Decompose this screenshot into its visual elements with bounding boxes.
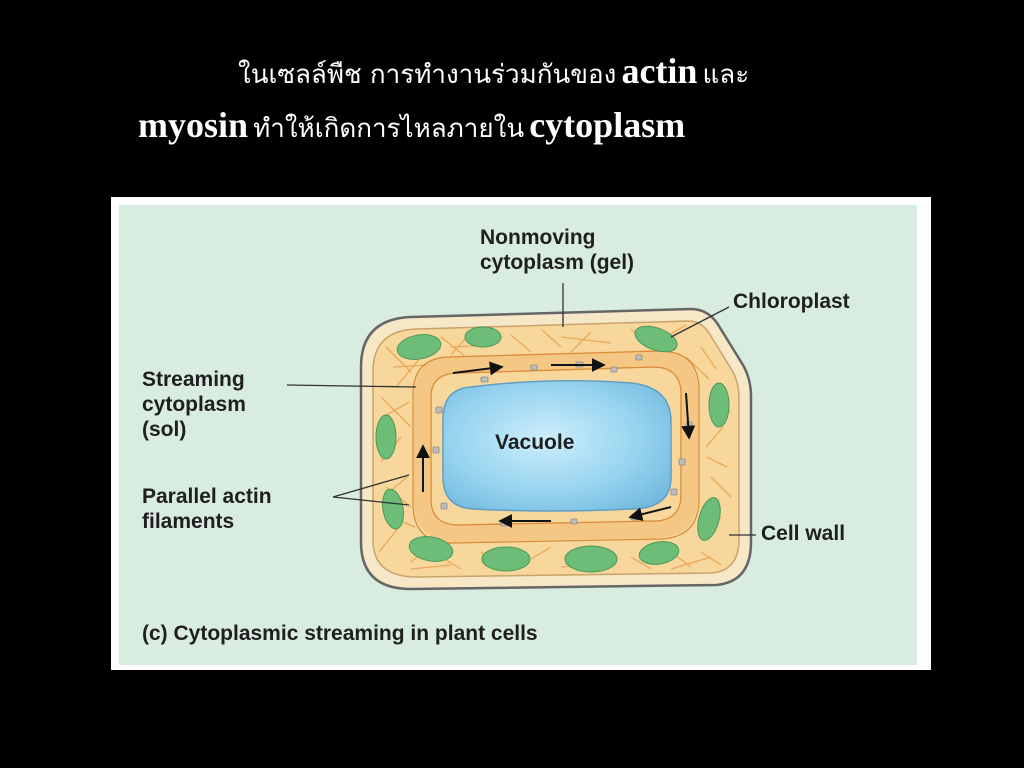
label-cell-wall: Cell wall — [761, 522, 846, 545]
label-streaming-2: cytoplasm — [142, 393, 246, 416]
slide-title: ในเซลล์พืช การทำงานร่วมกันของ actin และ … — [0, 0, 1024, 190]
label-vacuole: Vacuole — [495, 431, 575, 454]
title-line-2: myosin ทำให้เกิดการไหลภายใน cytoplasm — [138, 104, 685, 149]
label-chloroplast: Chloroplast — [733, 290, 850, 313]
title-term-myosin: myosin — [138, 105, 249, 145]
cell-diagram-svg — [119, 205, 917, 665]
streaming-arrows — [416, 358, 696, 528]
leader-lines — [286, 283, 756, 536]
title-line-1: ในเซลล์พืช การทำงานร่วมกันของ actin และ — [238, 50, 749, 95]
label-parallel-2: filaments — [142, 510, 235, 533]
chloroplasts — [375, 325, 730, 573]
title-term-cytoplasm: cytoplasm — [529, 105, 686, 145]
cell-diagram-figure: Nonmoving cytoplasm (gel) Chloroplast St… — [111, 197, 931, 670]
label-nonmoving-1: Nonmoving — [480, 226, 596, 249]
title-thai-2: และ — [702, 60, 750, 90]
streaming-cytoplasm-ring — [414, 349, 698, 543]
title-term-actin: actin — [621, 51, 698, 91]
label-parallel-1: Parallel actin — [142, 485, 272, 508]
label-streaming-3: (sol) — [142, 418, 187, 441]
label-streaming-1: Streaming — [142, 368, 245, 391]
title-thai-1: ในเซลล์พืช การทำงานร่วมกันของ — [238, 60, 617, 90]
label-nonmoving-2: cytoplasm (gel) — [480, 251, 635, 274]
parallel-actin-lines — [412, 350, 700, 544]
title-thai-3: ทำให้เกิดการไหลภายใน — [253, 114, 525, 144]
figure-caption: (c) Cytoplasmic streaming in plant cells — [142, 622, 538, 645]
